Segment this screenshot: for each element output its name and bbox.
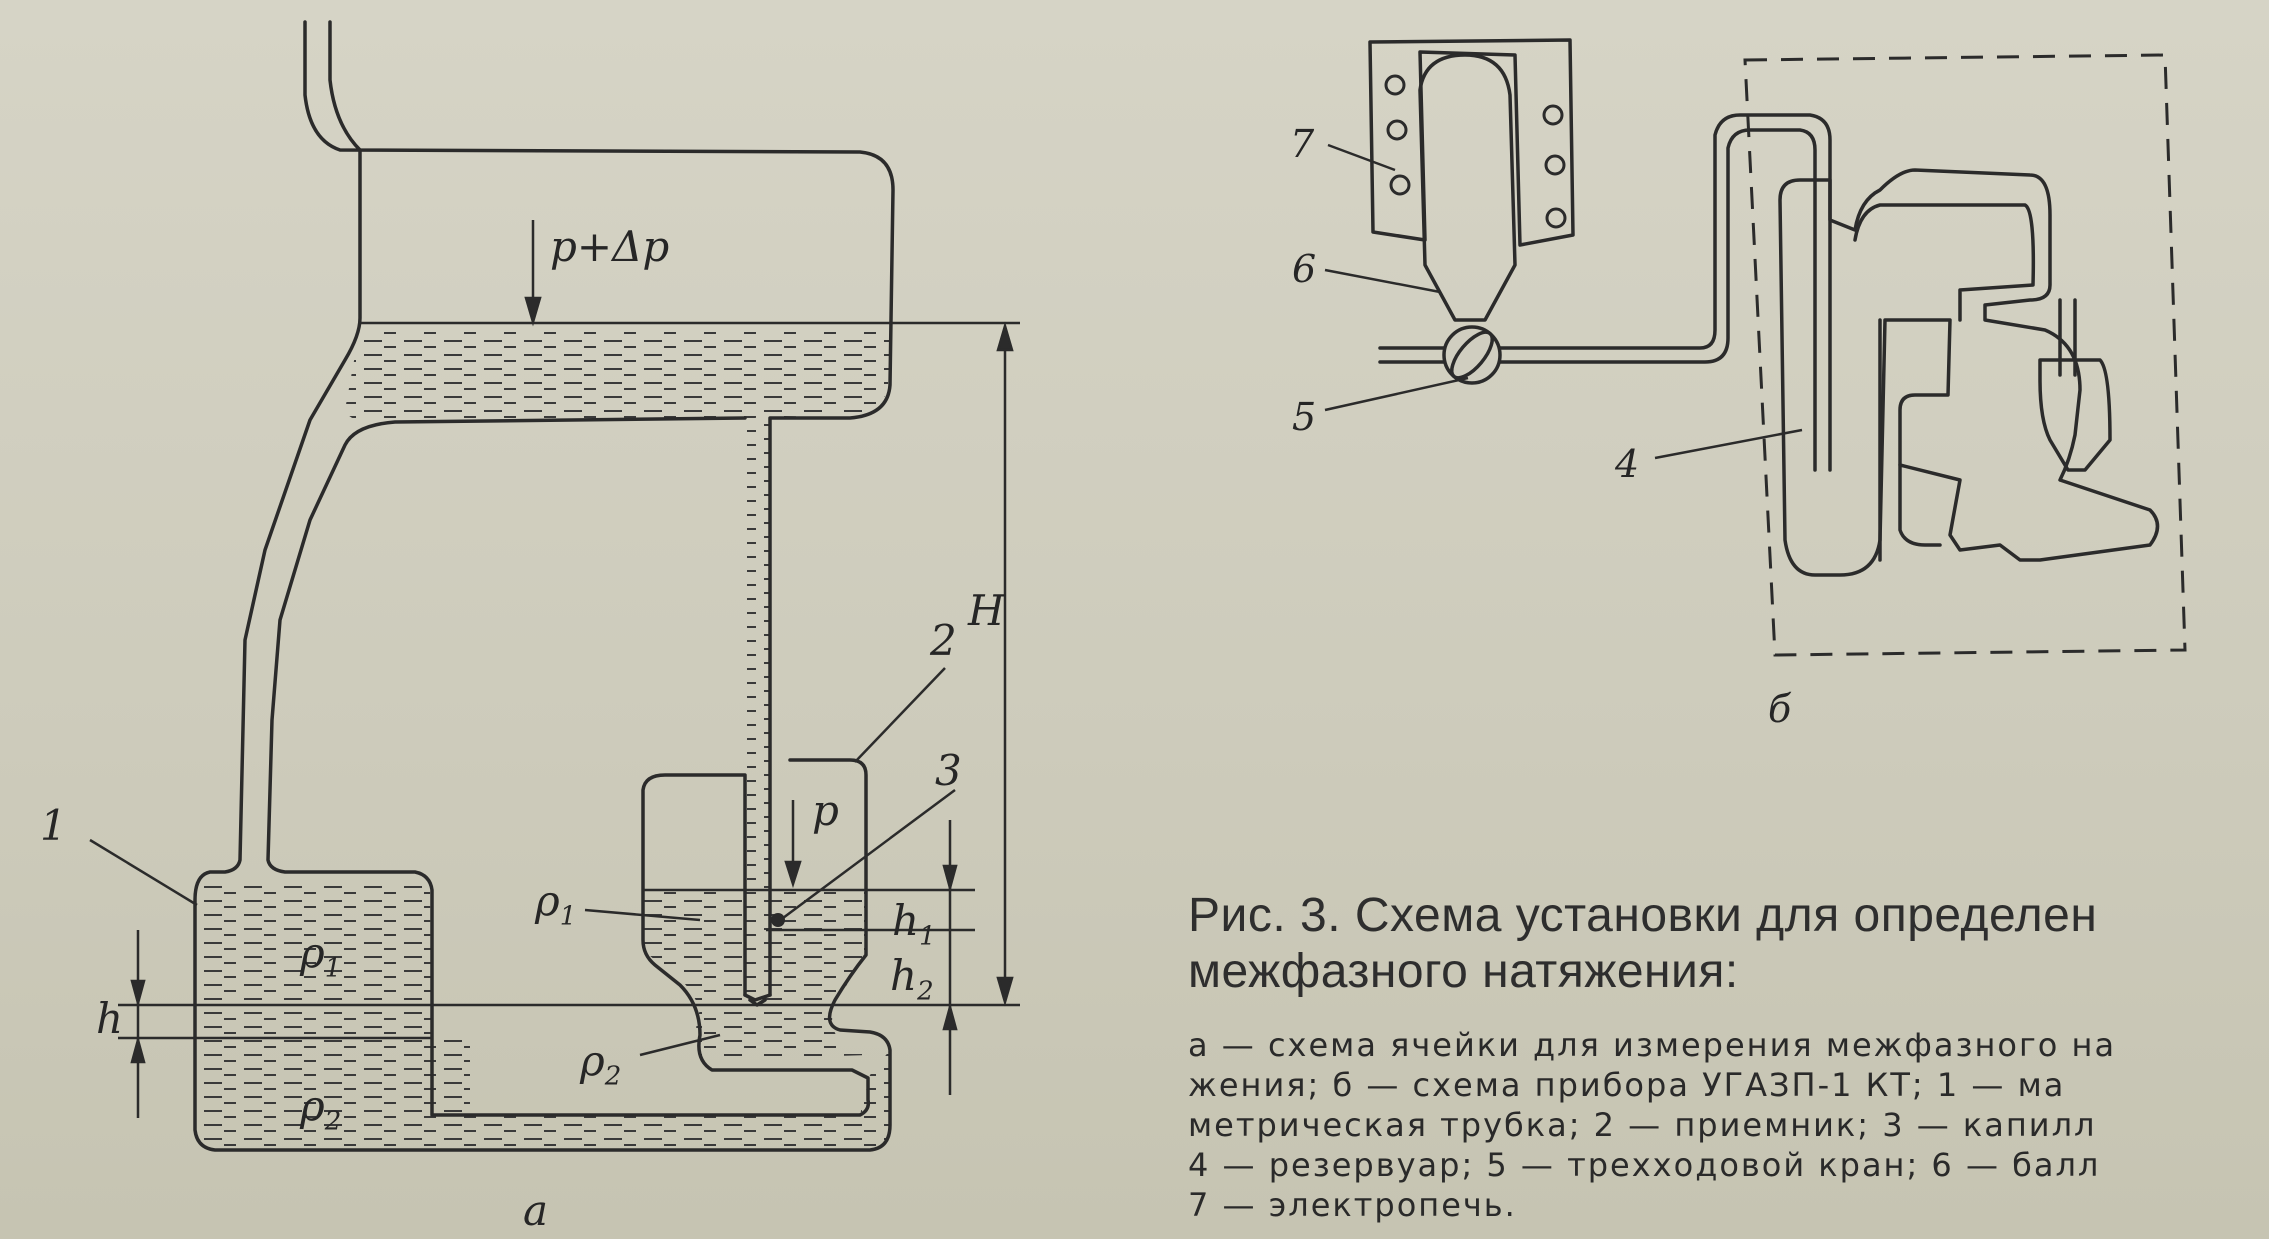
balloon-flask [1418,53,1517,322]
caption-body: а — схема ячейки для измерения межфазног… [1188,1025,2116,1225]
label-rho1-left: ρ1 [300,928,342,984]
leader-7 [1327,143,1396,172]
caption-title-line-1: Рис. 3. Схема установки для определен [1188,889,2098,942]
leader-3 [782,788,956,920]
dimension-H-arrow-bottom [996,976,1014,1007]
reservoir [1778,168,2160,577]
caption-body-line-3: метрическая трубка; 2 — приемник; 3 — ка… [1188,1106,2097,1144]
label-pressure-top: p+Δp [550,222,670,271]
device-boundary-dashed [1743,53,2187,657]
upper-reservoir-liquid [345,328,890,423]
leader-1 [89,838,198,907]
label-height-h2: h2 [890,951,934,1007]
label-num-5: 5 [1292,395,1317,439]
caption-body-line-4: 4 — резервуар; 5 — трехходовой кран; 6 —… [1188,1146,2101,1184]
label-num-6: 6 [1292,247,1317,291]
inlet-tube-inner [193,20,892,1152]
dimension-H-arrow-top [996,321,1014,352]
dimension-h-arrow-bottom [130,1035,146,1064]
inlet-tube [303,20,895,997]
furnace-hole-6 [1545,207,1567,229]
electric-furnace [1368,38,1575,247]
label-rho2-right: ρ2 [580,1036,622,1092]
furnace-hole-3 [1389,174,1411,196]
furnace-hole-4 [1542,104,1564,126]
caption-body-line-5: 7 — электропечь. [1188,1186,1517,1224]
leader-2 [854,667,946,763]
diagram-panel-a [89,20,1020,1152]
manometric-column-liquid [747,420,769,980]
three-way-valve-plug [1450,330,1494,380]
dimension-h1-arrow [942,864,958,893]
pressure-receiver-arrow-head [784,860,802,889]
left-tube-inner-wall [266,416,871,1117]
caption-body-line-2: жения; б — схема прибора УГАЗП-1 КТ; 1 —… [1188,1066,2066,1104]
leader-rho2-right [639,1033,721,1057]
label-panel-b: б [1768,687,1792,731]
caption-body-line-1: а — схема ячейки для измерения межфазног… [1188,1026,2117,1064]
label-panel-a: а [523,1186,549,1235]
label-num-4: 4 [1615,442,1640,486]
connecting-tube [1378,113,1832,472]
leader-5 [1324,376,1469,412]
furnace-hole-1 [1384,74,1406,96]
caption-title: Рис. 3. Схема установки для определен ме… [1188,888,2097,1000]
leader-6 [1324,268,1441,294]
label-pressure-receiver: p [812,786,839,835]
label-height-h1: h1 [892,896,936,952]
leader-rho1-right [584,908,701,922]
leader-4 [1654,428,1803,460]
furnace-hole-5 [1544,154,1566,176]
pressure-top-arrow-head [524,296,542,327]
label-num-3: 3 [935,746,962,795]
reservoir-capillary [2038,298,2112,472]
furnace-hole-2 [1386,119,1408,141]
label-num-2: 2 [930,616,957,665]
caption-title-line-2: межфазного натяжения: [1188,945,1739,998]
label-num-1: 1 [40,801,67,850]
label-num-7: 7 [1290,122,1315,166]
label-rho1-right: ρ1 [535,876,577,932]
capillary-point [771,913,785,927]
left-chamber-liquid [195,880,432,1150]
bottom-tube-liquid [430,1040,890,1150]
dimension-h-arrow-top [130,979,146,1008]
three-way-valve [1442,325,1502,385]
reservoir-inner [1853,203,2036,562]
connecting-tube-inner [1378,128,1817,472]
label-height-h: h [96,994,124,1043]
label-rho2-left: ρ2 [300,1081,342,1137]
label-height-H: H [968,586,1005,635]
dimension-h2-arrow [942,1002,958,1031]
